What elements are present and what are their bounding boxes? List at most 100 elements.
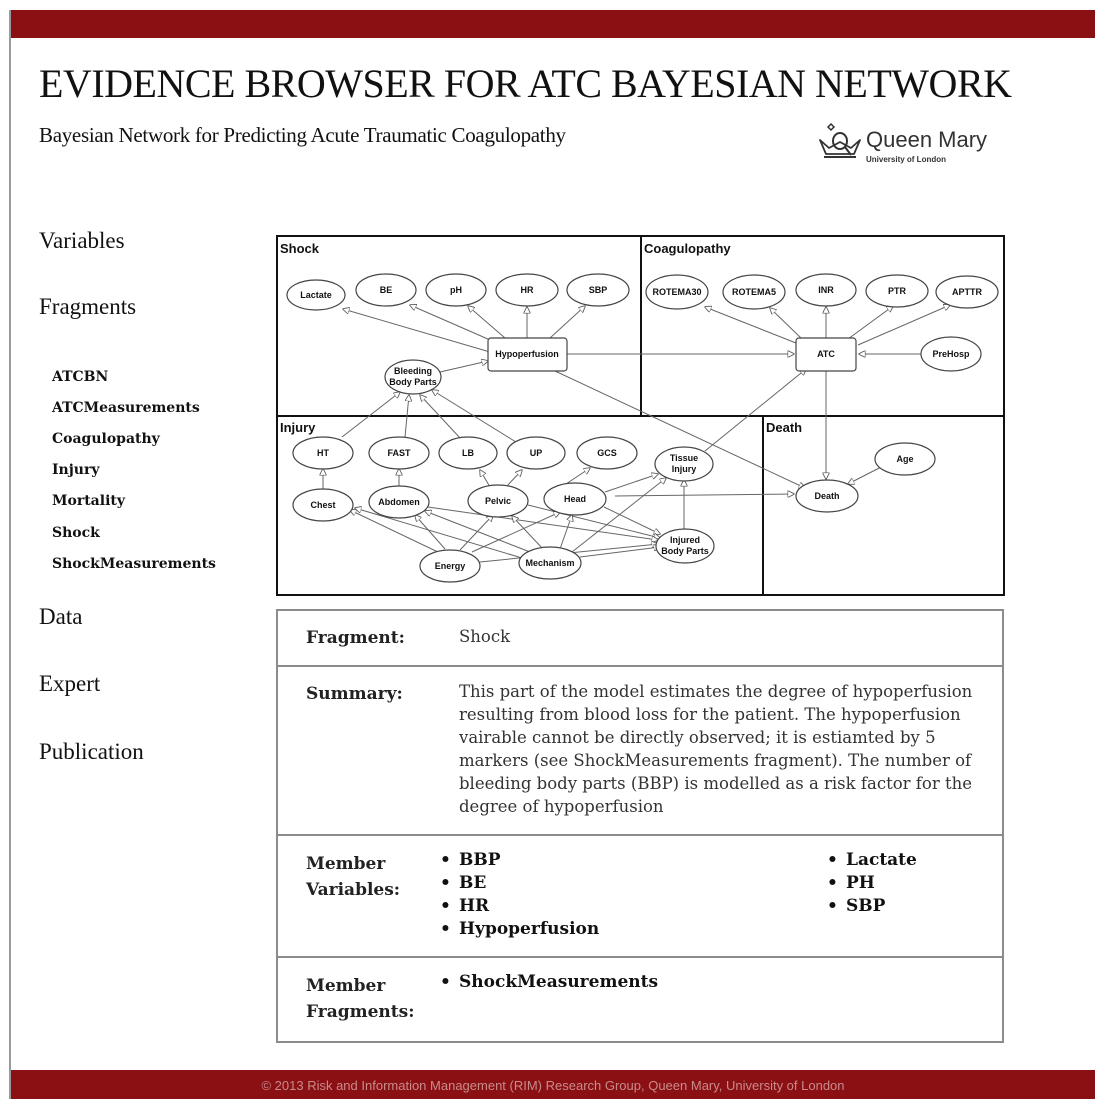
summary-line: vairable cannot be directly observed; it… bbox=[459, 728, 936, 747]
node-label-be: BE bbox=[380, 285, 393, 295]
fragment-link-injury[interactable]: Injury bbox=[52, 462, 100, 478]
variable-link-hr[interactable]: HR bbox=[440, 895, 599, 918]
node-hr[interactable] bbox=[495, 273, 559, 307]
node-fast[interactable] bbox=[368, 436, 430, 470]
node-gcs[interactable] bbox=[576, 436, 638, 470]
node-ht[interactable] bbox=[292, 436, 354, 470]
node-bleeding-body-parts[interactable] bbox=[384, 359, 442, 395]
fragment-link-shockmeasurements-member[interactable]: ShockMeasurements bbox=[440, 971, 658, 994]
group-label-death: Death bbox=[766, 420, 802, 435]
node-energy[interactable] bbox=[419, 549, 481, 583]
nav-expert[interactable]: Expert bbox=[39, 671, 101, 696]
node-label-bleeding-body-parts: Body Parts bbox=[389, 377, 437, 387]
nav-publication[interactable]: Publication bbox=[39, 739, 144, 764]
node-label-tissue: Tissue bbox=[670, 453, 698, 463]
node-label-injured: Injured bbox=[670, 535, 700, 545]
node-label-apttr: APTTR bbox=[952, 287, 982, 297]
group-label-shock: Shock bbox=[280, 241, 320, 256]
node-prehosp[interactable] bbox=[920, 336, 982, 372]
variable-link-lactate[interactable]: Lactate bbox=[827, 849, 917, 872]
fragment-link-shock[interactable]: Shock bbox=[52, 525, 100, 541]
node-tissue-injury[interactable] bbox=[654, 446, 714, 482]
node-label-prehosp: PreHosp bbox=[932, 349, 970, 359]
nav-fragments[interactable]: Fragments bbox=[39, 294, 137, 319]
queen-mary-logo[interactable]: Queen Mary University of London bbox=[818, 122, 988, 168]
node-mechanism[interactable] bbox=[518, 546, 582, 580]
fragment-value: Shock bbox=[459, 627, 511, 646]
group-death-box bbox=[762, 415, 1005, 596]
logo-subtitle: University of London bbox=[866, 155, 946, 164]
node-label-gcs: GCS bbox=[597, 448, 617, 458]
logo-name: Queen Mary bbox=[866, 127, 988, 152]
variable-link-hypoperfusion[interactable]: Hypoperfusion bbox=[440, 918, 599, 941]
node-label-lb: LB bbox=[462, 448, 474, 458]
node-label-ptr: PTR bbox=[888, 286, 907, 296]
variable-link-bbp[interactable]: BBP bbox=[440, 849, 599, 872]
node-chest[interactable] bbox=[292, 488, 354, 522]
node-label-head: Head bbox=[564, 494, 586, 504]
fragment-link-atcmeasurements[interactable]: ATCMeasurements bbox=[52, 400, 200, 416]
node-label-inr: INR bbox=[818, 285, 834, 295]
summary-line: degree of hypoperfusion bbox=[459, 797, 664, 816]
node-death[interactable] bbox=[795, 479, 859, 513]
fragment-link-mortality[interactable]: Mortality bbox=[52, 493, 125, 509]
node-label-rotema30: ROTEMA30 bbox=[652, 287, 701, 297]
node-label-death: Death bbox=[814, 491, 839, 501]
node-lactate[interactable] bbox=[286, 279, 346, 311]
node-injured-body-parts[interactable] bbox=[655, 528, 715, 564]
member-variables-list-1: BBP BE HR Hypoperfusion bbox=[440, 849, 599, 941]
page-subtitle: Bayesian Network for Predicting Acute Tr… bbox=[39, 123, 566, 147]
node-ph[interactable] bbox=[425, 273, 487, 307]
node-label-age: Age bbox=[896, 454, 913, 464]
top-banner bbox=[11, 10, 1095, 38]
node-label-abdomen: Abdomen bbox=[378, 497, 420, 507]
nav-variables[interactable]: Variables bbox=[39, 228, 125, 253]
node-rotema30[interactable] bbox=[645, 274, 709, 310]
member-variables-label: Member Variables: bbox=[306, 851, 400, 903]
member-label-line: Member bbox=[306, 976, 386, 996]
member-variables-list-2: Lactate PH SBP bbox=[827, 849, 917, 918]
summary-line: markers (see ShockMeasurements fragment)… bbox=[459, 751, 972, 770]
variable-link-be[interactable]: BE bbox=[440, 872, 599, 895]
variable-link-ph[interactable]: PH bbox=[827, 872, 917, 895]
member-label-line: Member bbox=[306, 854, 386, 874]
node-abdomen[interactable] bbox=[368, 485, 430, 519]
summary-line: bleeding body parts (BBP) is modelled as… bbox=[459, 774, 972, 793]
node-be[interactable] bbox=[355, 273, 417, 307]
fragment-link-shockmeasurements[interactable]: ShockMeasurements bbox=[52, 556, 216, 572]
summary-row: Summary: This part of the model estimate… bbox=[278, 667, 1002, 836]
member-fragments-list: ShockMeasurements bbox=[440, 971, 658, 994]
node-up[interactable] bbox=[506, 436, 566, 470]
node-sbp[interactable] bbox=[566, 273, 630, 307]
node-ptr[interactable] bbox=[865, 274, 929, 308]
member-variables-row: Member Variables: BBP BE HR Hypoperfusio… bbox=[278, 836, 1002, 958]
node-inr[interactable] bbox=[795, 273, 857, 307]
variables-label-line: Variables: bbox=[306, 880, 401, 900]
bayesian-network-diagram[interactable]: Shock Coagulopathy Injury Death bbox=[276, 235, 1006, 597]
node-label-fast: FAST bbox=[387, 448, 411, 458]
node-rotema5[interactable] bbox=[722, 274, 786, 310]
summary-line: resulting from blood loss for the patien… bbox=[459, 705, 961, 724]
fragment-link-coagulopathy[interactable]: Coagulopathy bbox=[52, 431, 160, 447]
node-head[interactable] bbox=[543, 482, 607, 516]
node-label-tissue-injury: Injury bbox=[672, 464, 697, 474]
summary-text: This part of the model estimates the deg… bbox=[459, 680, 989, 818]
node-hypoperfusion[interactable] bbox=[487, 337, 568, 372]
variable-link-sbp[interactable]: SBP bbox=[827, 895, 917, 918]
node-label-ht: HT bbox=[317, 448, 329, 458]
fragments-label-line: Fragments: bbox=[306, 1002, 415, 1022]
node-pelvic[interactable] bbox=[467, 484, 529, 518]
fragment-row: Fragment: Shock bbox=[278, 611, 1002, 667]
node-label-mechanism: Mechanism bbox=[525, 558, 574, 568]
fragment-link-atcbn[interactable]: ATCBN bbox=[52, 369, 109, 385]
node-label-rotema5: ROTEMA5 bbox=[732, 287, 776, 297]
node-label-chest: Chest bbox=[310, 500, 335, 510]
node-atc[interactable] bbox=[795, 337, 857, 372]
node-lb[interactable] bbox=[438, 436, 498, 470]
node-label-pelvic: Pelvic bbox=[485, 496, 511, 506]
nav-data[interactable]: Data bbox=[39, 604, 83, 629]
node-label-bleeding: Bleeding bbox=[394, 366, 432, 376]
group-coagulopathy-box bbox=[640, 235, 1005, 417]
node-age[interactable] bbox=[874, 442, 936, 476]
node-apttr[interactable] bbox=[935, 275, 999, 309]
